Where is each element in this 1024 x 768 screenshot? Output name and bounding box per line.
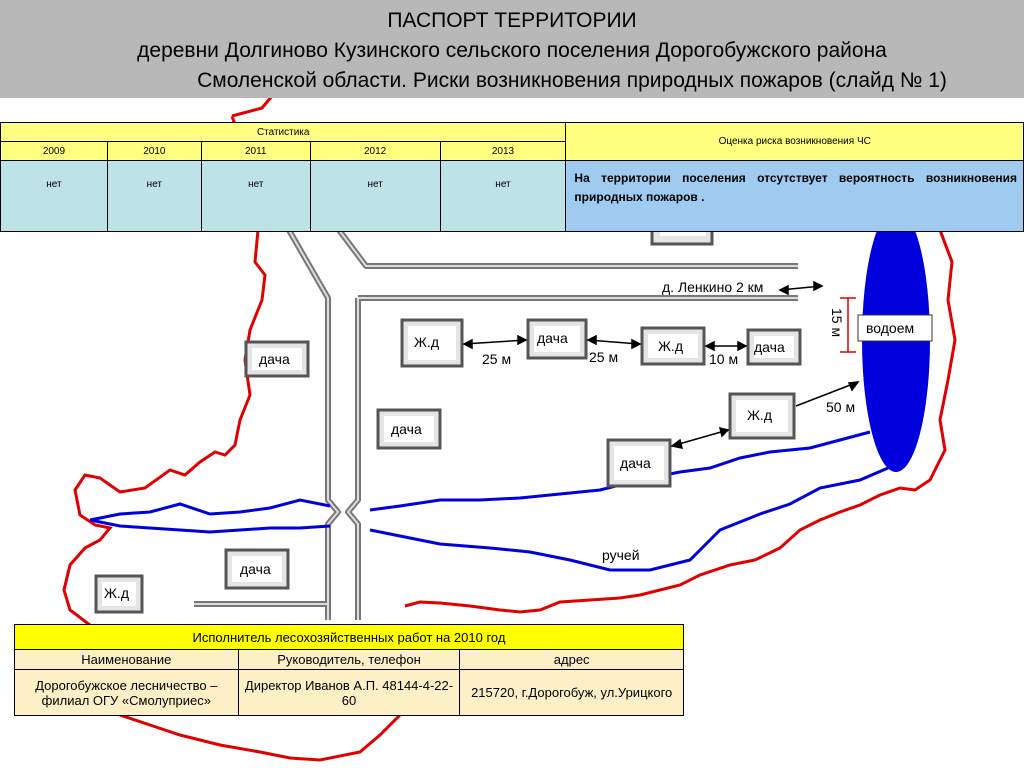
year-cell: 2012 [309, 141, 441, 161]
dacha-center: дача [526, 318, 588, 360]
header-subtitle-2: Смоленской области. Риски возникновения … [197, 69, 947, 92]
dacha-label: дача [259, 351, 290, 367]
pond-label: водоем [866, 320, 914, 336]
value-cell: нет [106, 160, 202, 232]
dacha-south: дача [606, 438, 672, 488]
executor-address: 215720, г.Дорогобуж, ул.Урицкого [459, 669, 684, 716]
zhd-label: Ж.д [747, 407, 772, 423]
risk-header: Оценка риска возникновения ЧС [565, 122, 1024, 161]
stat-title: Статистика [0, 122, 567, 142]
dist-25a: 25 м [482, 351, 511, 367]
year-cell: 2010 [106, 141, 202, 161]
year-cell: 2013 [439, 141, 567, 161]
value-cell: нет [309, 160, 441, 232]
stream-label: ручей [602, 547, 640, 563]
dist-50: 50 м [826, 399, 855, 415]
zhd-2: Ж.д [640, 326, 706, 366]
roads-inner [194, 217, 798, 620]
dacha-middle: дача [376, 408, 442, 450]
dacha-east: дача [746, 328, 802, 366]
settlement-boundary-east [404, 217, 957, 614]
value-cell: нет [200, 160, 311, 232]
col-header-director: Руководитель, телефон [237, 649, 461, 670]
dacha-label: дача [620, 455, 651, 471]
slide-header: ПАСПОРТ ТЕРРИТОРИИ деревни Долгиново Куз… [0, 0, 1024, 98]
dist-25b: 25 м [589, 349, 618, 365]
dacha-label: дача [754, 339, 785, 355]
col-header-name: Наименование [14, 649, 239, 670]
header-subtitle-1: деревни Долгиново Кузинского сельского п… [137, 39, 887, 62]
dist-15: 15 м [829, 308, 845, 337]
value-cell: нет [439, 160, 567, 232]
statistics-table: Статистика Оценка риска возникновения ЧС… [0, 122, 1024, 232]
lenkino-label: д. Ленкино 2 км [662, 279, 763, 295]
dacha-lower: дача [224, 548, 290, 590]
executor-table: Исполнитель лесохозяйственных работ на 2… [14, 624, 684, 716]
dacha-west: дача [244, 340, 310, 378]
zhd-3: Ж.д [728, 392, 796, 440]
year-cell: 2011 [200, 141, 311, 161]
distance-arrows [462, 280, 860, 449]
zhd-label: Ж.д [104, 585, 129, 601]
executor-name: Дорогобужское лесничество – филиал ОГУ «… [14, 669, 239, 716]
risk-text: На территории поселения отсутствует веро… [565, 160, 1024, 232]
dist-10: 10 м [709, 351, 738, 367]
executor-director: Директор Иванов А.П. 48144-4-22-60 [237, 669, 461, 716]
header-title: ПАСПОРТ ТЕРРИТОРИИ [387, 9, 637, 32]
zhd-1: Ж.д [400, 318, 464, 368]
dacha-label: дача [391, 421, 422, 437]
col-header-address: адрес [459, 649, 684, 670]
zhd-label: Ж.д [414, 334, 439, 350]
executor-title: Исполнитель лесохозяйственных работ на 2… [14, 624, 684, 650]
dacha-label: дача [537, 330, 568, 346]
value-cell: нет [0, 160, 108, 232]
zhd-4: Ж.д [94, 574, 144, 614]
year-cell: 2009 [0, 141, 108, 161]
pond-label-box [857, 314, 933, 342]
zhd-label: Ж.д [658, 338, 683, 354]
buildings: дача дача Ж.д дача Ж.д дача [94, 206, 802, 614]
stream [89, 430, 889, 572]
pond-width-marker [840, 297, 856, 353]
dacha-label: дача [240, 561, 271, 577]
